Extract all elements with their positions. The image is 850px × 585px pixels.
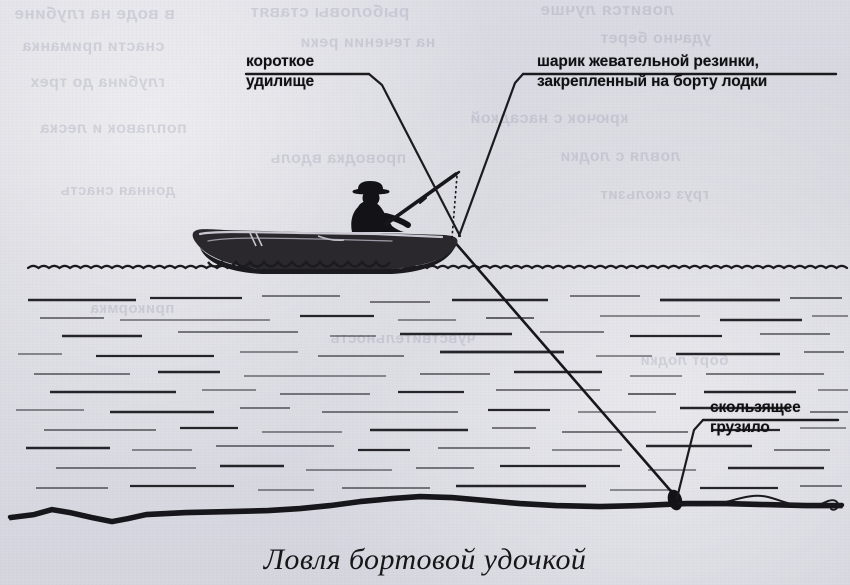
- callout-sliding-sinker: скользящее грузило: [710, 398, 801, 438]
- main-fishing-line: [450, 237, 678, 499]
- water-surface-line: [26, 264, 849, 270]
- sliding-sinker: [667, 489, 683, 511]
- callout-leader-short-rod: [367, 72, 462, 238]
- callout-short-rod-line1: короткое: [246, 53, 315, 70]
- callout-short-rod: короткое удилище: [246, 52, 314, 92]
- callout-leader-sliding-sinker: [675, 418, 705, 500]
- callout-gum-ball-line2: закрепленный на борту лодки: [537, 73, 768, 90]
- water-texture-dashes: [16, 295, 848, 491]
- callout-sliding-sinker-line2: грузило: [710, 419, 770, 436]
- leader-with-hook: [677, 494, 839, 511]
- callout-gum-ball: шарик жевательной резинки, закрепленный …: [537, 52, 767, 92]
- callout-leader-lines: [244, 72, 840, 500]
- callout-sliding-sinker-line1: скользящее: [710, 399, 801, 416]
- callout-leader-gum-ball: [457, 72, 525, 238]
- figure-caption: Ловля бортовой удочкой: [263, 543, 587, 576]
- callout-short-rod-line2: удилище: [246, 73, 314, 90]
- rowboat-with-angler: [192, 170, 461, 274]
- lake-bottom-profile: [7, 493, 845, 525]
- callout-gum-ball-line1: шарик жевательной резинки,: [537, 53, 759, 70]
